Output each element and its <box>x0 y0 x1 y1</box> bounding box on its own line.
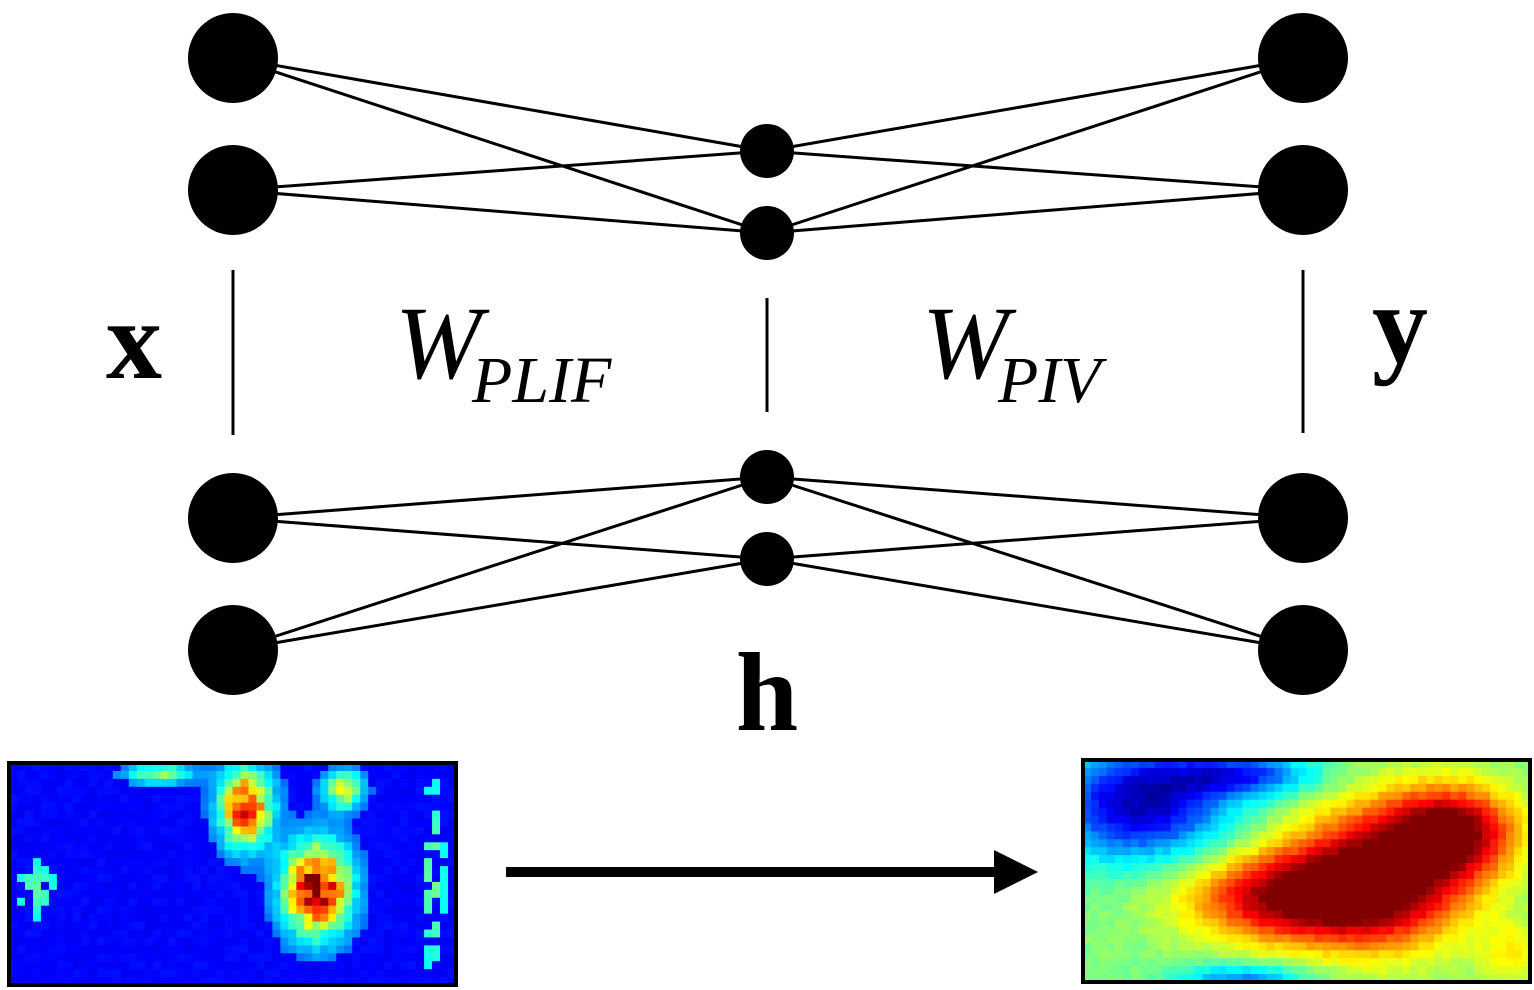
connection-line <box>232 188 768 235</box>
connection-line <box>232 56 768 153</box>
input-node <box>188 145 278 235</box>
mapping-arrow <box>506 850 1038 894</box>
input-node <box>188 605 278 695</box>
network-connections <box>232 56 1304 652</box>
input-node <box>188 473 278 563</box>
output-node <box>1258 473 1348 563</box>
weight-piv-subscript: PIV <box>997 344 1107 417</box>
connection-line <box>232 557 768 652</box>
hidden-node <box>740 206 794 260</box>
connection-line <box>766 188 1304 235</box>
output-node <box>1258 605 1348 695</box>
output-node <box>1258 145 1348 235</box>
weight-plif-label: W PLIF <box>395 286 612 417</box>
hidden-node <box>740 450 794 504</box>
connection-line <box>766 475 1304 520</box>
piv-field-image <box>1081 758 1532 984</box>
connection-line <box>232 56 768 235</box>
hidden-node <box>740 124 794 178</box>
input-node <box>188 13 278 103</box>
connection-line <box>232 475 768 520</box>
weight-plif-subscript: PLIF <box>471 344 612 417</box>
connection-line <box>232 516 768 561</box>
weight-plif-main: W <box>395 286 490 401</box>
network-nodes <box>188 13 1348 695</box>
connection-line <box>766 516 1304 561</box>
weight-piv-label: W PIV <box>922 286 1107 417</box>
connection-line <box>232 475 768 652</box>
plif-field-image <box>7 761 458 987</box>
weight-piv-main: W <box>922 286 1017 401</box>
connection-line <box>766 557 1304 652</box>
input-label: x <box>106 279 162 403</box>
hidden-node <box>740 532 794 586</box>
connection-line <box>766 475 1304 652</box>
hidden-label: h <box>736 631 798 755</box>
connection-line <box>766 149 1304 192</box>
output-label: y <box>1372 263 1428 387</box>
output-node <box>1258 13 1348 103</box>
connection-line <box>766 56 1304 235</box>
connection-line <box>232 149 768 192</box>
connection-line <box>766 56 1304 153</box>
